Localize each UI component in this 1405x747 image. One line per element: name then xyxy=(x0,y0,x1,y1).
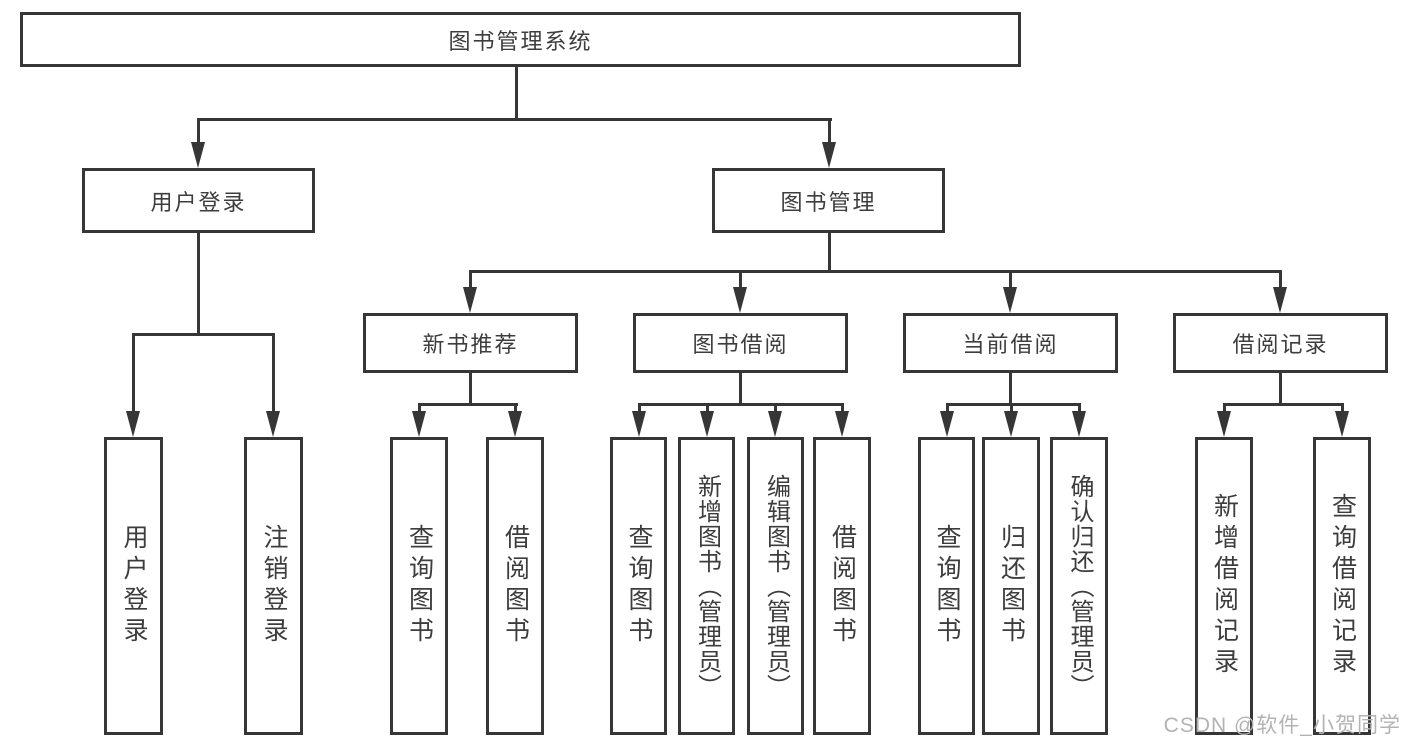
node-label: 查询借阅记录 xyxy=(1328,493,1357,679)
leaf-bb-edit-books-admin: 编辑图书（管理员） xyxy=(747,437,804,735)
connector-line xyxy=(739,270,742,290)
node-label: 查询图书 xyxy=(933,524,961,648)
connector-line xyxy=(132,333,135,415)
arrowhead-down-icon xyxy=(1003,287,1017,313)
connector-line xyxy=(197,118,832,121)
node-book-borrow: 图书借阅 xyxy=(633,313,848,373)
connector-line xyxy=(469,270,472,290)
node-label: 用户登录 xyxy=(120,524,148,648)
connector-line xyxy=(1279,270,1282,290)
leaf-cb-query-books: 查询图书 xyxy=(918,437,975,735)
connector-line xyxy=(514,403,517,415)
arrowhead-down-icon xyxy=(463,287,477,313)
arrowhead-down-icon xyxy=(700,411,714,437)
connector-line xyxy=(1009,373,1012,406)
connector-line xyxy=(1223,403,1226,415)
node-label: 借阅记录 xyxy=(1232,332,1329,357)
node-root-library-system: 图书管理系统 xyxy=(20,12,1021,67)
arrowhead-down-icon xyxy=(940,411,954,437)
node-label: 新书推荐 xyxy=(422,332,519,357)
node-label: 确认归还（管理员） xyxy=(1066,473,1093,699)
connector-line xyxy=(197,118,200,146)
arrowhead-down-icon xyxy=(1004,411,1018,437)
node-label: 查询图书 xyxy=(625,524,653,648)
connector-line xyxy=(841,403,844,415)
connector-line xyxy=(828,233,831,273)
leaf-nbr-borrow-books: 借阅图书 xyxy=(486,437,544,735)
connector-line xyxy=(1078,403,1081,415)
leaf-cb-confirm-return-admin: 确认归还（管理员） xyxy=(1050,437,1108,735)
connector-line xyxy=(418,403,421,415)
node-borrow-records: 借阅记录 xyxy=(1173,313,1388,373)
connector-line xyxy=(638,403,641,415)
leaf-br-add-record: 新增借阅记录 xyxy=(1195,437,1253,735)
connector-line xyxy=(197,233,200,335)
leaf-nbr-query-books: 查询图书 xyxy=(390,437,448,735)
node-label: 归还图书 xyxy=(997,524,1026,648)
connector-line xyxy=(1279,373,1282,406)
arrowhead-down-icon xyxy=(632,411,646,437)
leaf-bb-add-books-admin: 新增图书（管理员） xyxy=(678,437,735,735)
node-label: 注销登录 xyxy=(260,524,288,648)
connector-line xyxy=(946,403,1080,406)
leaf-bb-query-books: 查询图书 xyxy=(610,437,667,735)
connector-line xyxy=(739,373,742,406)
connector-line xyxy=(1223,403,1343,406)
connector-line xyxy=(1009,270,1012,290)
node-current-borrow: 当前借阅 xyxy=(903,313,1118,373)
node-user-login: 用户登录 xyxy=(82,168,315,233)
leaf-logout: 注销登录 xyxy=(244,437,303,735)
connector-line xyxy=(1341,403,1344,415)
arrowhead-down-icon xyxy=(1217,411,1231,437)
csdn-watermark: CSDN @软件_小贺同学 xyxy=(1163,714,1401,737)
connector-line xyxy=(638,403,844,406)
node-new-book-recommend: 新书推荐 xyxy=(363,313,578,373)
node-label: 图书管理系统 xyxy=(448,28,593,54)
arrowhead-down-icon xyxy=(191,142,205,168)
connector-line xyxy=(469,270,1282,273)
arrowhead-down-icon xyxy=(822,142,836,168)
arrowhead-down-icon xyxy=(412,411,426,437)
arrowhead-down-icon xyxy=(1273,287,1287,313)
arrowhead-down-icon xyxy=(508,411,522,437)
leaf-br-query-record: 查询借阅记录 xyxy=(1313,437,1371,735)
connector-line xyxy=(132,333,275,336)
connector-line xyxy=(272,333,275,415)
connector-line xyxy=(774,403,777,415)
node-label: 查询图书 xyxy=(405,524,434,648)
arrowhead-down-icon xyxy=(266,411,280,437)
node-label: 借阅图书 xyxy=(501,524,530,648)
node-label: 当前借阅 xyxy=(962,332,1059,357)
arrowhead-down-icon xyxy=(126,411,140,437)
node-label: 图书管理 xyxy=(780,189,877,215)
node-label: 新增图书（管理员） xyxy=(693,473,721,699)
connector-line xyxy=(515,67,518,120)
arrowhead-down-icon xyxy=(835,411,849,437)
leaf-bb-borrow-books: 借阅图书 xyxy=(813,437,871,735)
node-label: 新增借阅记录 xyxy=(1210,493,1239,679)
connector-line xyxy=(418,403,518,406)
node-book-management: 图书管理 xyxy=(712,168,945,233)
node-label: 编辑图书（管理员） xyxy=(762,473,790,699)
arrowhead-down-icon xyxy=(768,411,782,437)
connector-line xyxy=(1010,403,1013,415)
connector-line xyxy=(946,403,949,415)
node-label: 图书借阅 xyxy=(692,332,789,357)
leaf-user-login: 用户登录 xyxy=(104,437,163,735)
arrowhead-down-icon xyxy=(733,287,747,313)
node-label: 借阅图书 xyxy=(828,524,857,648)
arrowhead-down-icon xyxy=(1072,411,1086,437)
leaf-cb-return-books: 归还图书 xyxy=(982,437,1040,735)
arrowhead-down-icon xyxy=(1335,411,1349,437)
connector-line xyxy=(469,373,472,406)
node-label: 用户登录 xyxy=(150,189,247,215)
connector-line xyxy=(706,403,709,415)
connector-line xyxy=(828,118,831,146)
